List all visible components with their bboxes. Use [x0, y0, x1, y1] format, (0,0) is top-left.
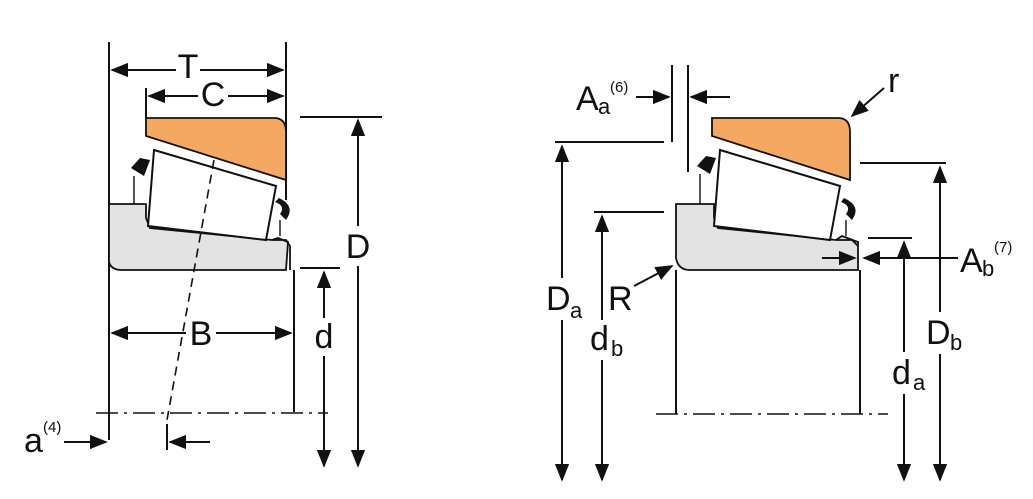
dimension-Da-subscript: a [570, 298, 583, 323]
tapered-roller [146, 148, 278, 242]
dimension-d-label: d [315, 318, 334, 356]
dimension-db-subscript: b [611, 336, 623, 361]
dimension-Aa-note: (6) [610, 79, 628, 96]
cage-front [131, 158, 150, 176]
cone-inner-ring [108, 203, 289, 271]
dimension-Aa-label: A [576, 80, 599, 118]
dimension-T-gap [176, 52, 200, 82]
dimension-Da-label: D [546, 280, 571, 318]
dimension-C-gap [198, 78, 228, 108]
cup-outer-ring [711, 117, 851, 182]
dimension-d-gap [312, 318, 336, 356]
cage-back [841, 198, 856, 220]
right-bearing-view: A a (6) r D a R d b A b (7) D b d [545, 62, 1028, 482]
dimension-B-gap [186, 316, 216, 348]
dimension-Db-subscript: b [950, 330, 962, 355]
dimension-Ab-note: (7) [994, 239, 1012, 256]
fillet-r-label: r [888, 62, 899, 100]
dimension-D-gap [345, 226, 371, 266]
cup-outer-ring [145, 117, 287, 182]
dimension-Db-gap [924, 312, 970, 354]
dimension-Ab-label: A [960, 242, 983, 280]
dimension-a-note: (4) [43, 419, 61, 436]
dimension-a-label: a [24, 422, 43, 460]
dimension-B-label: B [190, 315, 213, 353]
dimension-da-gap [890, 352, 930, 394]
cone-back-rib [836, 239, 859, 247]
cone-back-rib [272, 239, 291, 270]
dimension-D-label: D [346, 228, 371, 266]
tapered-roller [712, 148, 842, 242]
dimension-Ab-subscript: b [982, 256, 994, 281]
left-bearing-view: T C D B d a (4) [24, 42, 382, 468]
cone-inner-ring [675, 203, 859, 271]
fillet-R-label: R [608, 280, 633, 318]
dimension-C-label: C [201, 76, 226, 114]
cage-front [697, 156, 716, 174]
fillet-r-leader [850, 87, 885, 118]
dimension-T-label: T [178, 48, 199, 86]
dimension-Ab-gap [958, 238, 1028, 278]
fillet-R-leader [633, 265, 674, 287]
dimension-da-label: d [892, 354, 911, 392]
dimension-Aa-subscript: a [598, 94, 611, 119]
dimension-da-subscript: a [913, 370, 926, 395]
dimension-Da-gap [545, 278, 585, 320]
dimension-Db-label: D [926, 314, 951, 352]
cage-back [275, 198, 290, 220]
dimension-db-label: d [590, 320, 609, 358]
dimension-db-gap [588, 320, 628, 360]
